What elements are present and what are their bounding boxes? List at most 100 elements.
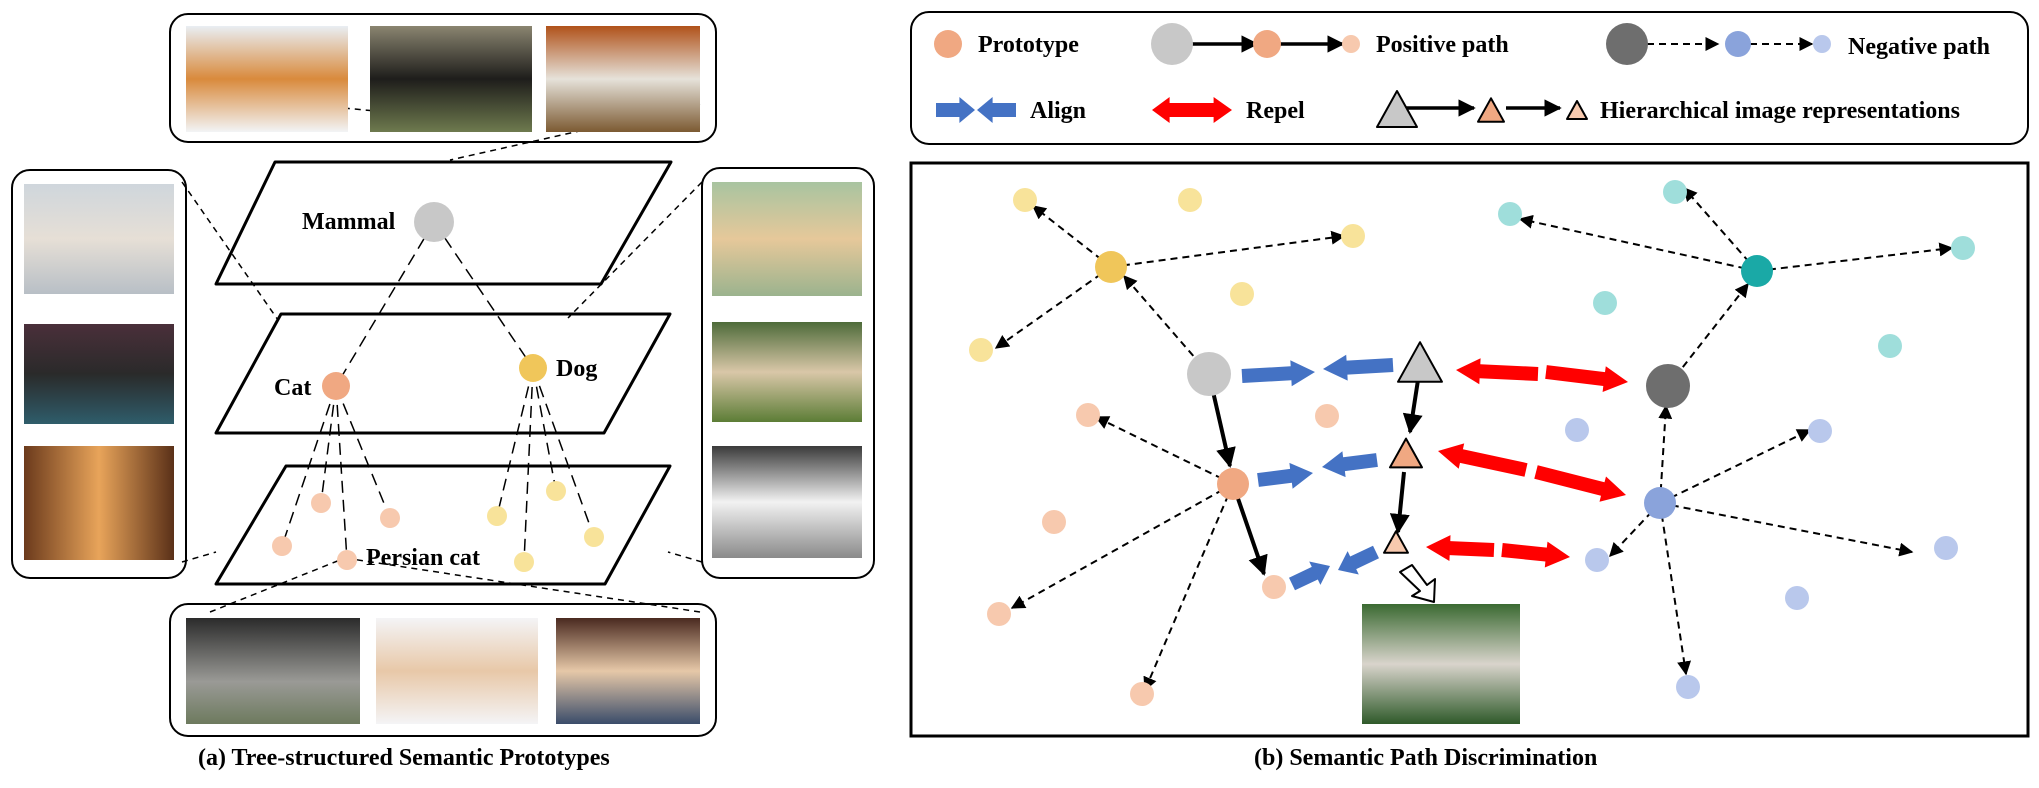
- legend-positive-leaf-node: [1342, 35, 1360, 53]
- legend-negative-path-label: Negative path: [1848, 34, 1990, 60]
- cat-dog-plane: [214, 312, 672, 435]
- tree-edge: [281, 385, 337, 547]
- mammal-label: Mammal: [302, 209, 396, 235]
- tiger-photo: [186, 26, 348, 132]
- negative-dashed-arrow: [1659, 502, 1914, 557]
- tree-edge: [496, 367, 534, 517]
- dashed-connector: [181, 181, 279, 321]
- legend-positive-mid-node: [1253, 30, 1281, 58]
- legend-negative-root-node: [1606, 23, 1648, 65]
- tree-edge: [532, 367, 557, 492]
- align-arrow-right: [1289, 561, 1330, 591]
- blue-leaf-node: [1785, 586, 1809, 610]
- persian-cat-node: [311, 493, 331, 513]
- orange-leaf-node: [1042, 510, 1066, 534]
- teal-leaf-node: [1593, 291, 1617, 315]
- align-arrow-right: [1241, 360, 1315, 387]
- dog-subclass-node: [584, 527, 604, 547]
- align-arrow-left: [1338, 545, 1379, 575]
- root-prototype-node: [1187, 352, 1231, 396]
- pointer-arrow-icon: [1399, 564, 1436, 603]
- right-image-box: [701, 167, 875, 579]
- negative-dashed-arrow: [1123, 274, 1210, 375]
- yellow-leaf-node: [1178, 188, 1202, 212]
- teal-prototype-node: [1741, 255, 1773, 287]
- repel-arrow-right: [1534, 465, 1626, 502]
- tree-edge: [335, 221, 435, 387]
- persian-cat-gray-photo: [186, 618, 360, 724]
- image-representation-large: [1397, 341, 1443, 383]
- repel-arrow-left: [1438, 443, 1528, 477]
- negative-dashed-arrow: [1658, 404, 1673, 504]
- dashed-connector: [567, 181, 703, 319]
- subclass-plane: [214, 464, 672, 586]
- tree-edge: [335, 385, 391, 519]
- persian-kitten-photo: [1362, 604, 1520, 724]
- tree-edge: [320, 385, 337, 504]
- legend-positive-path-label: Positive path: [1376, 32, 1509, 58]
- repel-arrow-left: [1456, 358, 1539, 385]
- repel-arrow-right: [1545, 365, 1628, 392]
- negative-dashed-arrow: [994, 266, 1112, 349]
- legend-hierarchical-triangle-small: [1566, 100, 1588, 120]
- dog-subclass-node: [546, 481, 566, 501]
- blue-leaf-node: [1565, 418, 1589, 442]
- legend-negative-leaf-node: [1813, 35, 1831, 53]
- cat-prototype-node: [1217, 468, 1249, 500]
- main-box: [909, 161, 2030, 738]
- align-arrow-left: [1322, 451, 1378, 478]
- tree-edge: [335, 385, 348, 561]
- negative-dashed-arrow: [1683, 186, 1758, 272]
- persian-cat-node: [337, 550, 357, 570]
- legend-box: [910, 11, 2029, 145]
- hierarchical-representation-arrow: [1402, 379, 1423, 434]
- legend-prototype-label: Prototype: [978, 32, 1079, 58]
- negative-dashed-arrow: [1756, 242, 1954, 272]
- legend-negative-mid-node: [1725, 31, 1751, 57]
- repel-arrow-right: [1501, 541, 1570, 568]
- negative-dashed-arrow: [1659, 502, 1692, 676]
- black-bear-photo: [370, 26, 532, 132]
- teal-leaf-node: [1663, 180, 1687, 204]
- left-image-box: [11, 169, 187, 579]
- legend-align-label: Align: [1030, 98, 1086, 124]
- orange-leaf-node: [1130, 682, 1154, 706]
- persian-cat-cream-photo: [556, 618, 700, 724]
- orange-leaf-node: [1315, 404, 1339, 428]
- samoyed-photo: [712, 446, 862, 558]
- negative-root-prototype-node: [1646, 364, 1690, 408]
- orange-leaf-node: [987, 602, 1011, 626]
- legend-positive-root-node: [1151, 23, 1193, 65]
- positive-leaf-node: [1262, 575, 1286, 599]
- tabby-cat-window-photo: [24, 446, 174, 560]
- hierarchical-representation-arrow: [1389, 471, 1410, 534]
- yellow-leaf-node: [1013, 188, 1037, 212]
- dog-subclass-node: [514, 552, 534, 572]
- legend-align-arrow-right: [936, 97, 975, 123]
- panel-a-caption: (a) Tree-structured Semantic Prototypes: [198, 745, 610, 771]
- top-image-box: [169, 13, 717, 143]
- negative-dashed-arrow: [1667, 282, 1749, 387]
- tree-edge: [523, 367, 534, 563]
- tree-edge: [433, 221, 534, 369]
- blue-leaf-node: [1934, 536, 1958, 560]
- legend-align-arrow-left: [977, 97, 1016, 123]
- negative-dashed-arrow: [1031, 205, 1112, 268]
- yellow-leaf-node: [969, 338, 993, 362]
- mammal-node: [414, 202, 454, 242]
- persian-cat-node: [272, 536, 292, 556]
- cat-node: [322, 372, 350, 400]
- legend-hierarchical-label: Hierarchical image representations: [1600, 98, 1960, 124]
- dog-subclass-node: [487, 506, 507, 526]
- blue-leaf-node: [1808, 419, 1832, 443]
- persian-cat-label: Persian cat: [366, 545, 480, 571]
- teal-leaf-node: [1878, 334, 1902, 358]
- legend-prototype-swatch: [934, 30, 962, 58]
- dog-node: [519, 354, 547, 382]
- image-representation-medium: [1389, 437, 1423, 469]
- cat-label: Cat: [274, 375, 311, 401]
- panel-b-caption: (b) Semantic Path Discrimination: [1254, 745, 1598, 771]
- legend-repel-arrow-right: [1186, 97, 1232, 123]
- white-wolf-photo: [546, 26, 700, 132]
